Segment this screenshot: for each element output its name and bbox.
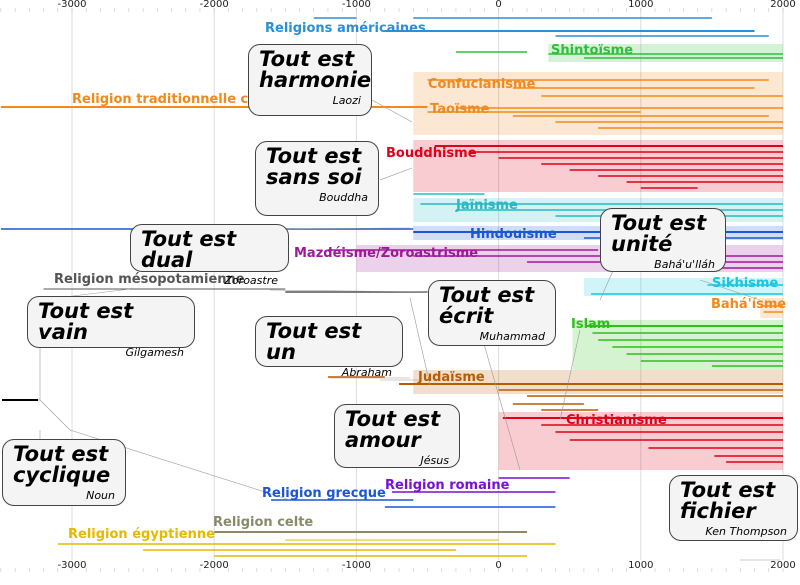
motto-author: Gilgamesh bbox=[125, 346, 184, 359]
motto-text: Tout est un bbox=[266, 319, 362, 364]
motto-box-fichier: Tout est fichier Ken Thompson bbox=[669, 475, 798, 541]
axis-tick-label: -1000 bbox=[341, 0, 371, 10]
connector-line bbox=[409, 297, 431, 386]
motto-text: Tout est sans soi bbox=[266, 144, 362, 189]
motto-box-un: Tout est un Abraham bbox=[255, 316, 403, 379]
motto-author: Bahá'u'lláh bbox=[654, 258, 715, 271]
motto-box-harmonie: Tout est harmonie Laozi bbox=[248, 44, 372, 116]
label-religion-egyptienne: Religion égyptienne bbox=[68, 527, 215, 542]
religion-band bbox=[498, 412, 783, 470]
axis-tick-label: -3000 bbox=[57, 0, 87, 10]
axis-tick-label: 1000 bbox=[628, 0, 654, 10]
axis-tick-label: -2000 bbox=[199, 560, 229, 571]
religion-band bbox=[413, 140, 783, 192]
label-shintoisme: Shintoïsme bbox=[551, 43, 634, 58]
motto-author: Muhammad bbox=[479, 330, 545, 343]
label-bouddhisme: Bouddhisme bbox=[386, 146, 477, 161]
religion-lines bbox=[0, 17, 783, 557]
connector-line bbox=[39, 399, 71, 431]
motto-text: Tout est harmonie bbox=[259, 47, 372, 92]
label-mazdeisme-zoroastrisme: Mazdéisme/Zoroastrisme bbox=[294, 246, 479, 261]
label-religions-americaines: Religions américaines bbox=[265, 21, 426, 36]
label-religion-romaine: Religion romaine bbox=[385, 478, 510, 493]
label-religion-grecque: Religion grecque bbox=[262, 486, 386, 501]
motto-box-dual: Tout est dual Zoroastre bbox=[130, 224, 289, 287]
motto-text: Tout est vain bbox=[38, 299, 134, 344]
label-judaisme: Judaïsme bbox=[418, 370, 485, 385]
connector-line bbox=[269, 289, 431, 293]
axis-tick-label: 2000 bbox=[770, 0, 796, 10]
label-religion-traditionnelle-chinoise: Religion traditionnelle chinoise bbox=[72, 93, 248, 107]
religion-band bbox=[760, 298, 783, 318]
motto-author: Jésus bbox=[420, 454, 449, 467]
motto-text: Tout est fichier bbox=[680, 478, 776, 523]
connector-line bbox=[479, 329, 521, 471]
axis-tick-label: 0 bbox=[495, 0, 502, 10]
label-religion-mesopotamienne: Religion mésopotamienne bbox=[54, 272, 245, 287]
motto-box-cyclique: Tout est cyclique Noun bbox=[2, 439, 126, 506]
motto-author: Laozi bbox=[332, 94, 361, 107]
motto-text: Tout est amour bbox=[345, 407, 441, 452]
label-taoisme: Taoïsme bbox=[430, 102, 490, 117]
label-christianisme: Christianisme bbox=[566, 413, 667, 428]
motto-author: Noun bbox=[86, 489, 115, 502]
axis-tick-label: -3000 bbox=[57, 560, 87, 571]
connector-line bbox=[559, 329, 581, 421]
connector-line bbox=[371, 99, 413, 123]
label-jainisme: Jaïnisme bbox=[456, 198, 518, 213]
motto-text: Tout est cyclique bbox=[13, 442, 111, 487]
motto-author: Zoroastre bbox=[224, 274, 278, 287]
motto-text: Tout est dual bbox=[141, 227, 237, 272]
religion-band bbox=[583, 278, 783, 296]
motto-text: Tout est écrit bbox=[439, 283, 535, 328]
axis-tick-label: 0 bbox=[495, 560, 502, 571]
religion-band bbox=[413, 72, 783, 135]
motto-text: Tout est unité bbox=[611, 211, 707, 256]
label-confucianisme: Confucianisme bbox=[428, 77, 536, 92]
connector-line bbox=[379, 167, 413, 181]
label-islam: Islam bbox=[571, 317, 611, 332]
connector-line bbox=[699, 279, 761, 301]
motto-author: Ken Thompson bbox=[705, 525, 787, 538]
motto-box-amour: Tout est amour Jésus bbox=[334, 404, 460, 468]
motto-box-ecrit: Tout est écrit Muhammad bbox=[428, 280, 556, 346]
motto-box-unite: Tout est unité Bahá'u'lláh bbox=[600, 208, 726, 272]
motto-author: Bouddha bbox=[319, 191, 368, 204]
motto-box-sans-soi: Tout est sans soi Bouddha bbox=[255, 141, 379, 216]
motto-box-vain: Tout est vain Gilgamesh bbox=[27, 296, 195, 359]
motto-author: Abraham bbox=[341, 366, 392, 379]
axis-tick-label: 2000 bbox=[770, 560, 796, 571]
label-religion-celte: Religion celte bbox=[213, 515, 314, 530]
label-bahaisme: Bahá'ísme bbox=[711, 297, 787, 312]
label-hindouisme: Hindouisme bbox=[470, 227, 557, 242]
label-sikhisme: Sikhisme bbox=[712, 276, 779, 291]
axis-tick-label: -2000 bbox=[199, 0, 229, 10]
axis-tick-label: 1000 bbox=[628, 560, 654, 571]
axis-tick-label: -1000 bbox=[341, 560, 371, 571]
